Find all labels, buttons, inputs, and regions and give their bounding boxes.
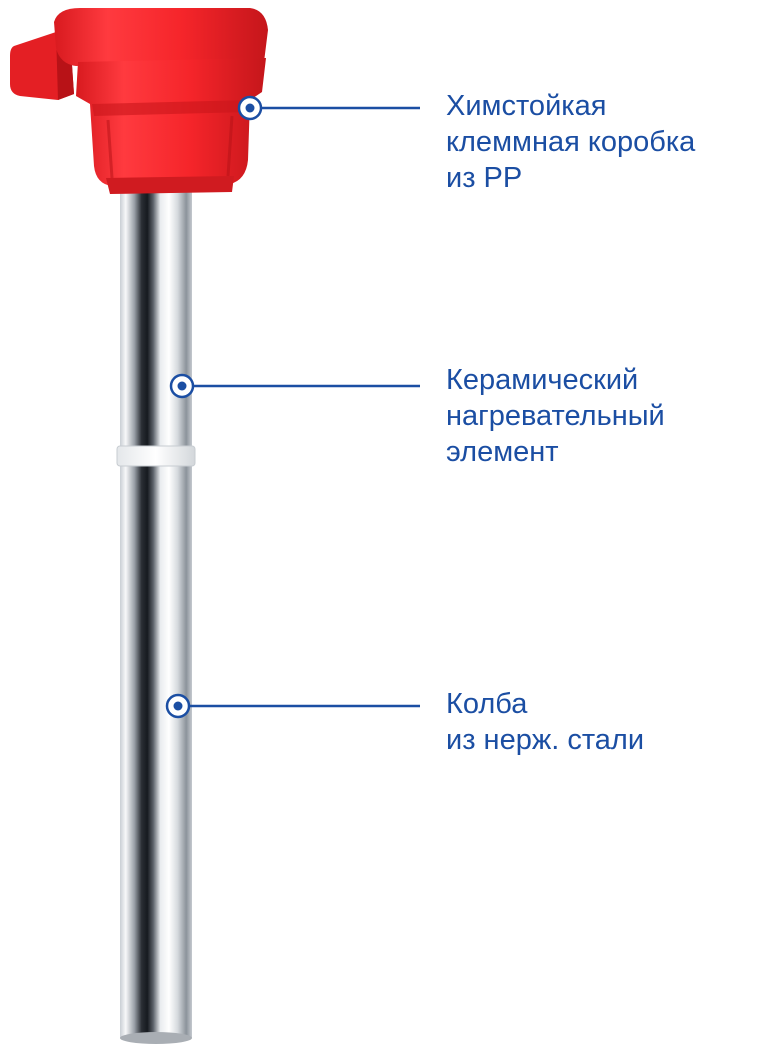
callout-label-terminal-box: Химстойкая клеммная коробка из PP: [446, 88, 695, 196]
tube-clamp-band: [116, 445, 196, 467]
callout-label-line: Керамический: [446, 364, 639, 396]
callout-label-line: нагревательный: [446, 400, 665, 432]
callout-label-line: клеммная коробка: [446, 126, 696, 158]
steel-tube: [120, 190, 192, 1044]
callout-leader-2: [169, 373, 420, 399]
callout-label-heating-element: Керамический нагревательный элемент: [446, 362, 665, 470]
callout-label-line: из нерж. стали: [446, 724, 645, 756]
callout-leader-1: [237, 95, 420, 121]
callout-leader-3: [165, 693, 420, 719]
callout-label-line: элемент: [446, 436, 559, 468]
terminal-box: [10, 8, 268, 194]
callout-label-steel-bulb: Колба из нерж. стали: [446, 686, 644, 758]
callout-label-line: Колба: [446, 688, 528, 720]
callout-label-line: Химстойкая: [446, 90, 607, 122]
callout-label-line: из PP: [446, 162, 523, 194]
